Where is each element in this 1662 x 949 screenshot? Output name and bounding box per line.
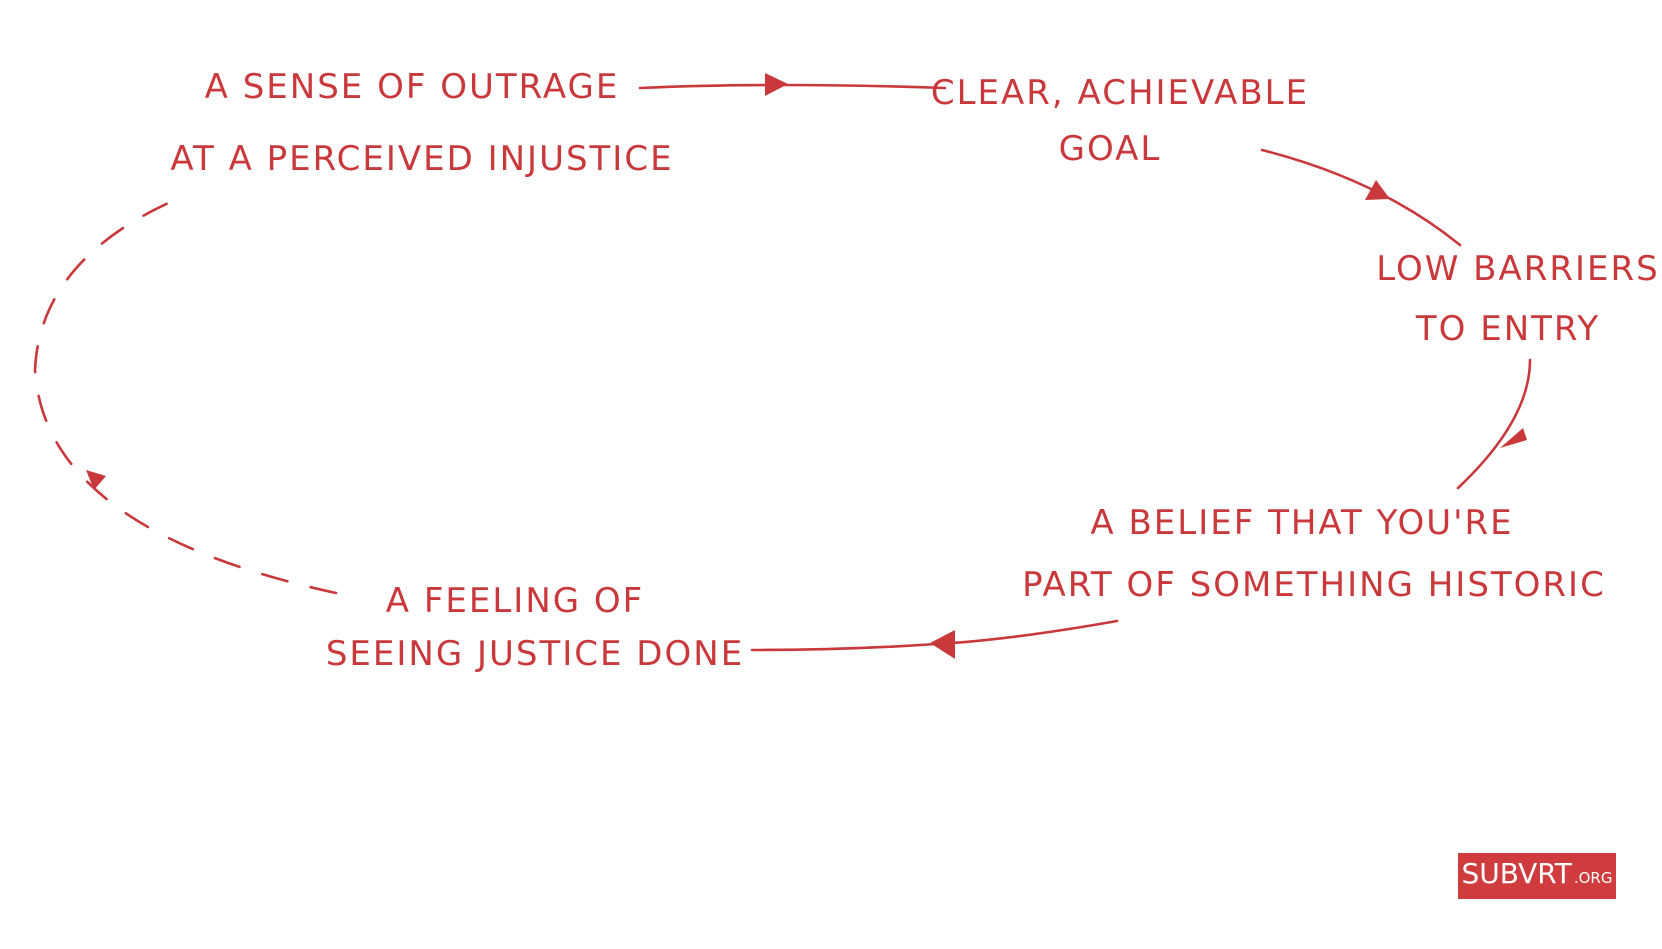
node-historic-line2: PART OF SOMETHING HISTORIC <box>1022 565 1606 605</box>
node-barriers-line2: TO ENTRY <box>1415 309 1600 349</box>
node-historic: A BELIEF THAT YOU'RE PART OF SOMETHING H… <box>1022 503 1606 605</box>
subvrt-logo: SUBVRT .ORG <box>1458 853 1616 899</box>
node-outrage-line2: AT A PERCEIVED INJUSTICE <box>170 139 673 179</box>
edge-historic-to-justice <box>750 619 1119 659</box>
node-historic-line1: A BELIEF THAT YOU'RE <box>1090 503 1513 543</box>
node-goal: CLEAR, ACHIEVABLE GOAL <box>931 73 1309 169</box>
node-barriers-line1: LOW BARRIERS <box>1376 249 1659 289</box>
edge-outrage-to-goal-line <box>638 83 947 90</box>
logo-main-text: SUBVRT <box>1461 857 1572 890</box>
node-goal-line2: GOAL <box>1059 129 1162 169</box>
node-justice-line2: SEEING JUSTICE DONE <box>326 634 744 674</box>
edge-outrage-to-goal <box>638 73 947 96</box>
edge-barriers-to-historic-line <box>1456 358 1532 490</box>
edge-barriers-to-historic <box>1456 358 1532 490</box>
edge-justice-to-outrage-arrowhead <box>86 470 106 490</box>
edge-outrage-to-goal-arrowhead <box>765 73 788 96</box>
node-barriers: LOW BARRIERS TO ENTRY <box>1376 249 1659 349</box>
edge-goal-to-barriers <box>1260 148 1462 247</box>
edge-goal-to-barriers-line <box>1260 148 1462 247</box>
edge-justice-to-outrage-line <box>33 198 338 595</box>
logo-tld-text: .ORG <box>1573 869 1613 887</box>
node-justice-line1: A FEELING OF <box>386 581 644 621</box>
edge-historic-to-justice-arrowhead <box>930 630 955 659</box>
node-goal-line1: CLEAR, ACHIEVABLE <box>931 73 1309 113</box>
edge-goal-to-barriers-arrowhead <box>1365 180 1390 200</box>
node-outrage: A SENSE OF OUTRAGE AT A PERCEIVED INJUST… <box>170 67 673 179</box>
node-justice: A FEELING OF SEEING JUSTICE DONE <box>326 581 744 674</box>
edge-justice-to-outrage <box>33 198 338 595</box>
edge-barriers-to-historic-arrowhead <box>1500 428 1527 448</box>
node-outrage-line1: A SENSE OF OUTRAGE <box>205 67 620 107</box>
